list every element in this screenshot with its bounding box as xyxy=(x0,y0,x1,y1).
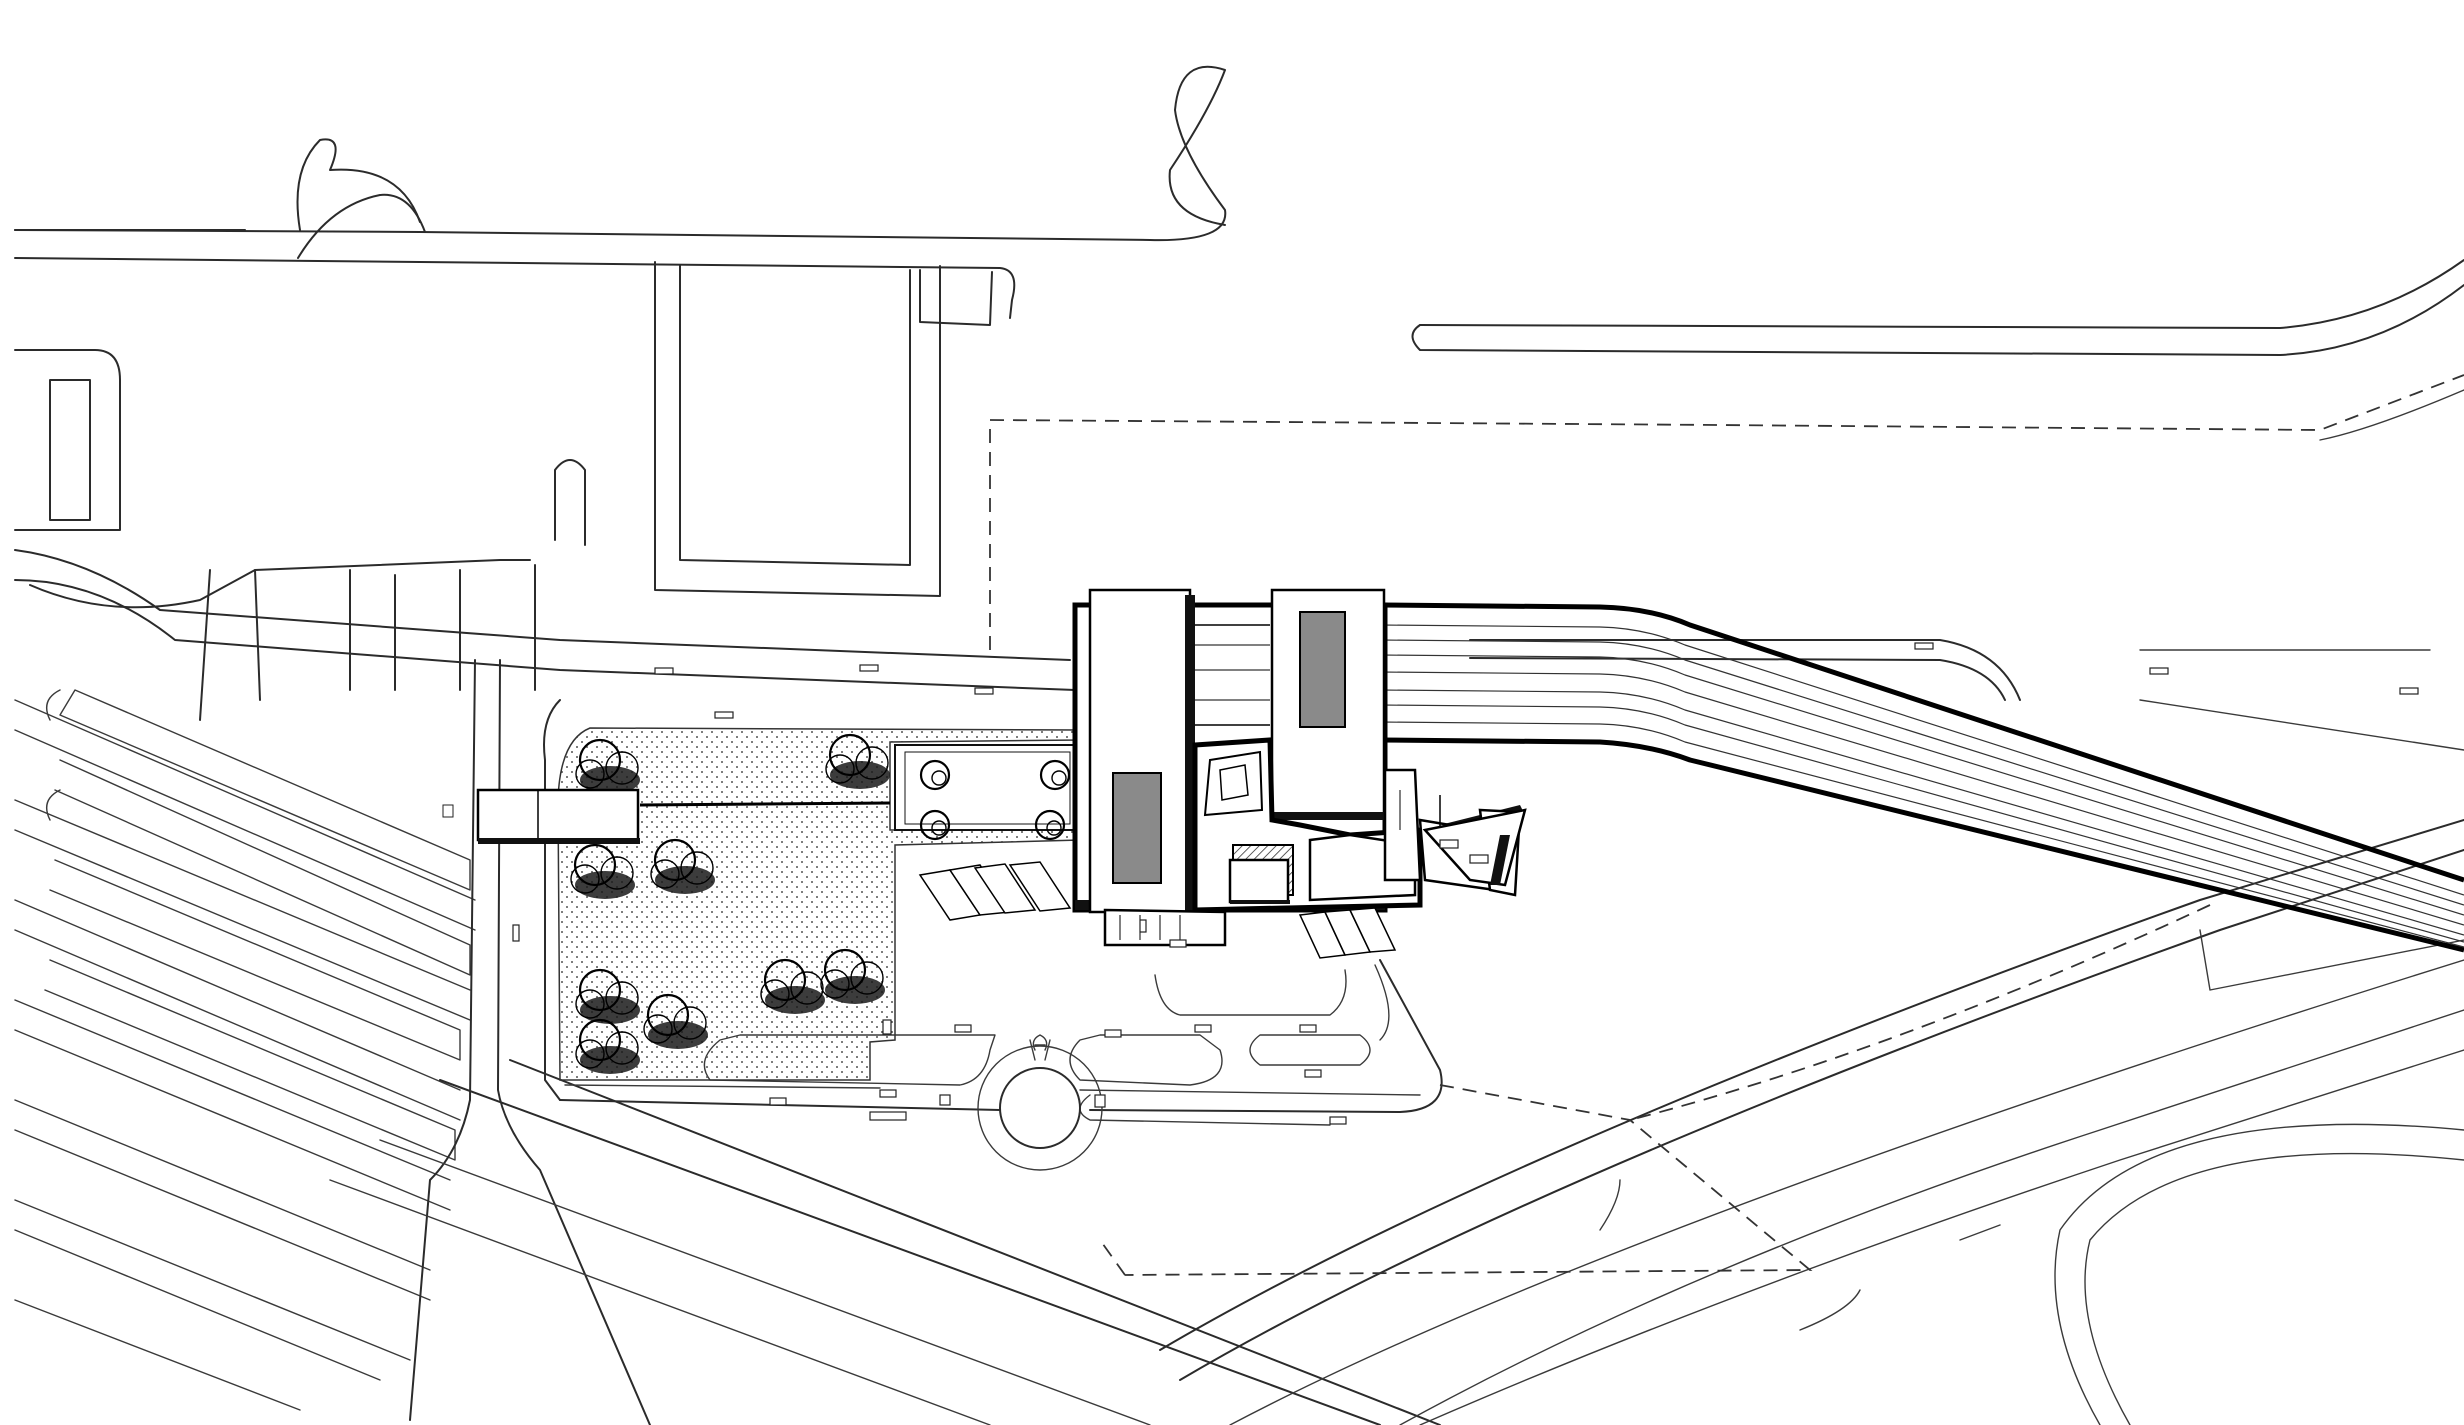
tree-small xyxy=(1034,809,1066,841)
dashed-site-boundary xyxy=(989,374,2464,1276)
tree-small xyxy=(1039,759,1071,791)
parked-vehicles xyxy=(512,642,2419,1125)
tree-cluster xyxy=(570,843,635,899)
tree-cluster xyxy=(575,738,640,794)
tree-cluster xyxy=(575,968,640,1024)
elevated-railway-tracks xyxy=(1379,602,2464,953)
tree-small xyxy=(919,759,951,791)
tree-cluster xyxy=(650,838,715,894)
tree-cluster xyxy=(825,733,890,789)
tree-cluster xyxy=(643,993,708,1049)
station-building-complex xyxy=(918,588,1527,959)
roundabout xyxy=(977,1034,1103,1171)
tree-cluster xyxy=(820,948,885,1004)
tree-small xyxy=(919,809,951,841)
tree-cluster xyxy=(760,958,825,1014)
road-network xyxy=(14,65,2464,1425)
tree-cluster xyxy=(575,1018,640,1074)
entrance-canopies xyxy=(918,861,1397,959)
pedestrian-bridge xyxy=(442,788,891,844)
